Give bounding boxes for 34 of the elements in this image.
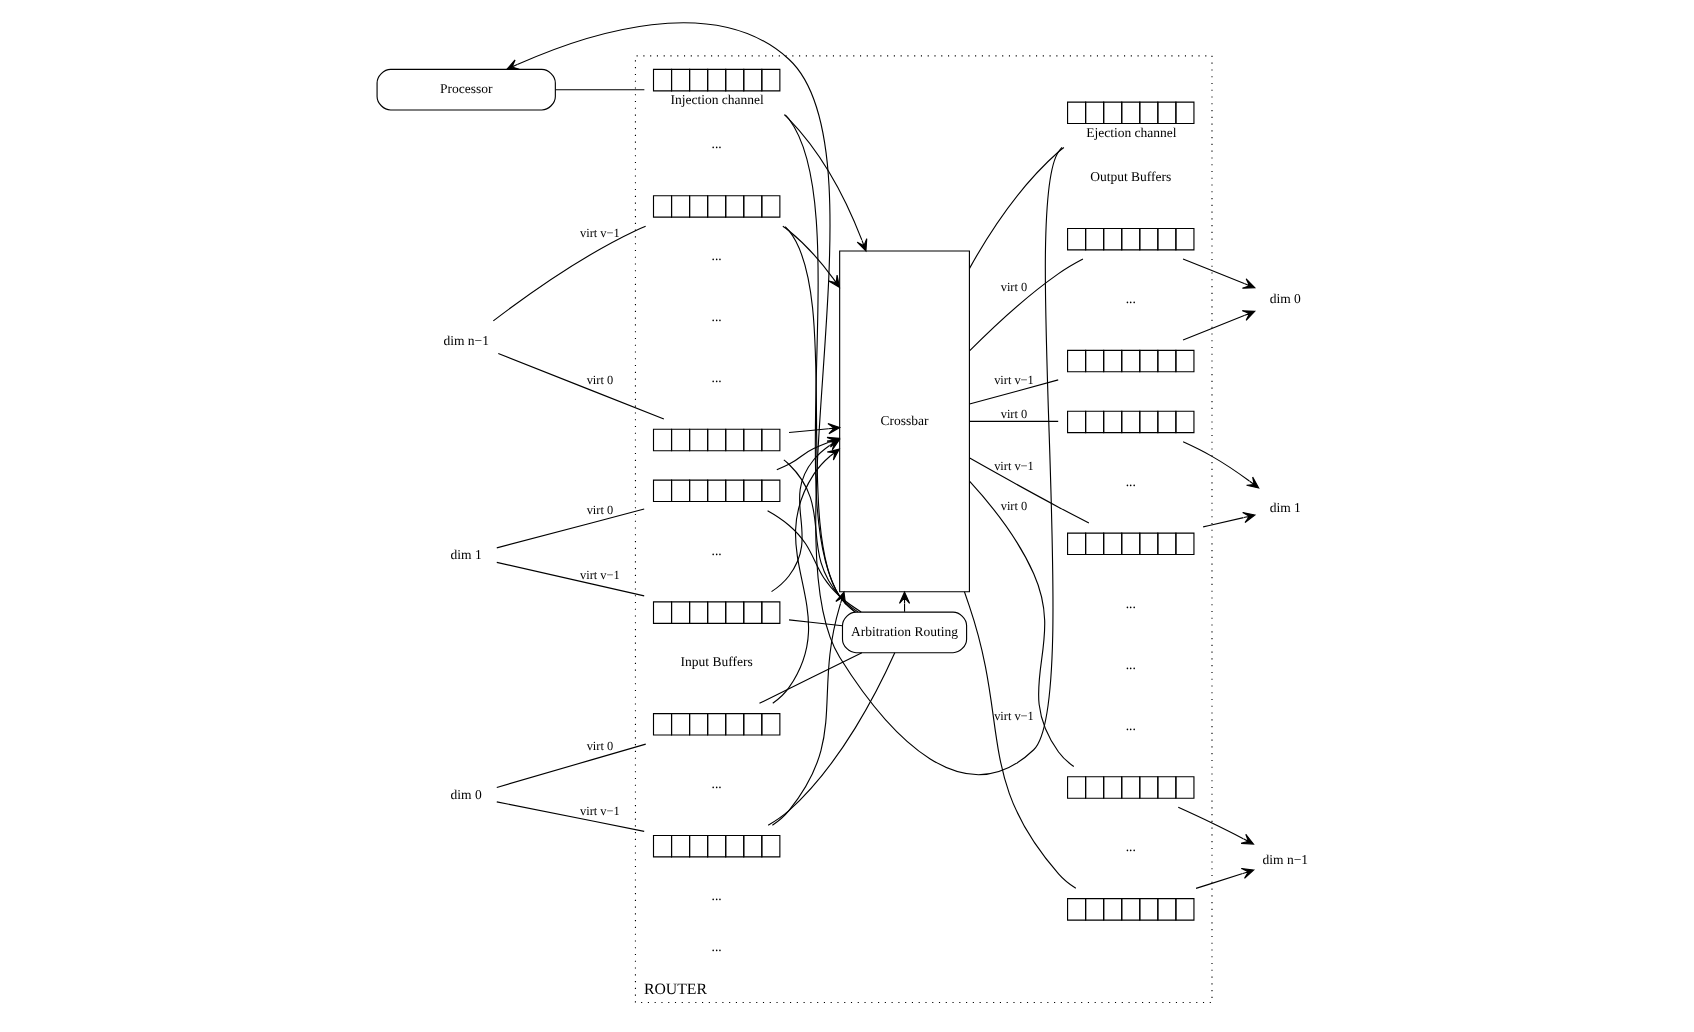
arrow bbox=[1182, 440, 1260, 488]
arrow bbox=[788, 422, 841, 434]
arrow bbox=[783, 113, 868, 251]
connector bbox=[963, 590, 1077, 888]
connector bbox=[968, 145, 1065, 268]
arrow bbox=[506, 21, 1063, 775]
connector bbox=[496, 560, 645, 596]
arrow bbox=[898, 590, 911, 612]
connector bbox=[497, 351, 665, 419]
arrow bbox=[1195, 867, 1255, 888]
connector bbox=[784, 225, 856, 612]
arrow bbox=[770, 438, 840, 592]
arrow bbox=[1182, 309, 1256, 340]
connector bbox=[788, 618, 843, 626]
arrow bbox=[1182, 257, 1256, 288]
arrow bbox=[782, 224, 841, 287]
connector bbox=[969, 479, 1075, 767]
connector bbox=[496, 507, 645, 548]
connector bbox=[492, 224, 647, 321]
connector bbox=[783, 458, 859, 612]
connector bbox=[969, 419, 1059, 421]
connector bbox=[969, 378, 1059, 404]
connector bbox=[767, 509, 862, 612]
arrow bbox=[1177, 805, 1255, 844]
connector bbox=[969, 257, 1084, 351]
connector bbox=[555, 88, 645, 90]
connector bbox=[767, 651, 896, 825]
connector bbox=[969, 456, 1090, 523]
arrow bbox=[1202, 511, 1256, 527]
connector bbox=[496, 800, 645, 831]
arrow bbox=[772, 447, 840, 703]
connector bbox=[758, 651, 863, 703]
connector bbox=[496, 742, 647, 787]
connector bbox=[784, 113, 856, 612]
